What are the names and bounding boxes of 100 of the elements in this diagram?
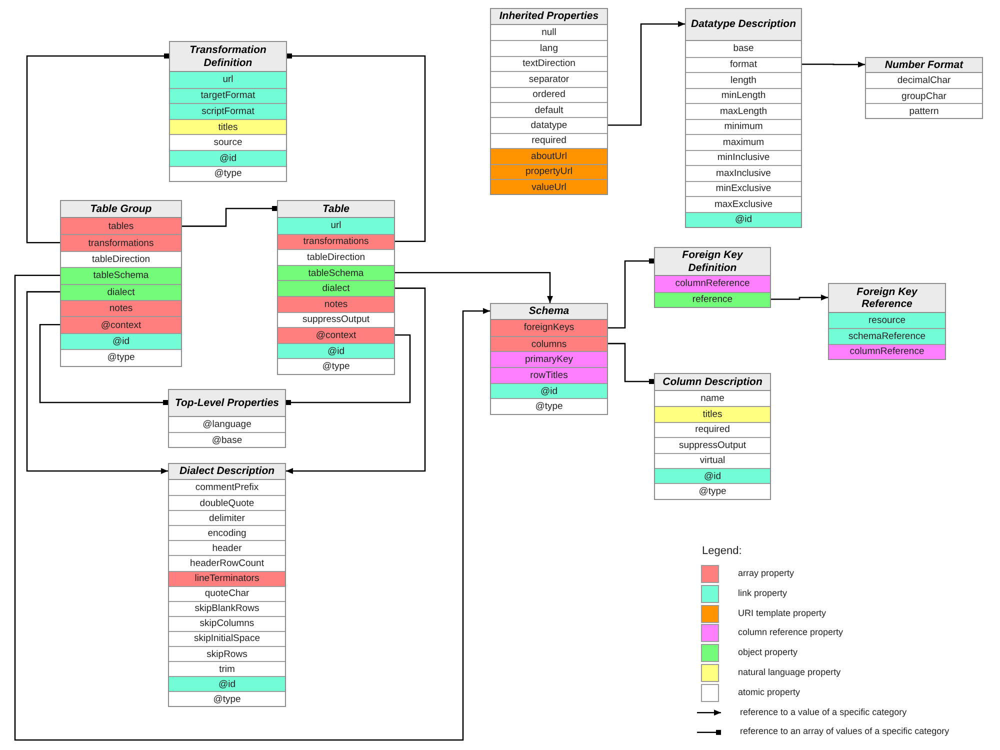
property-row: @id	[61, 332, 181, 350]
property-row: default	[491, 102, 607, 118]
property-row: @type	[278, 358, 394, 374]
property-row: aboutUrl	[491, 148, 607, 164]
table-title: Number Format	[866, 58, 982, 73]
property-row: length	[686, 72, 801, 88]
property-row: null	[491, 25, 607, 40]
legend-text: atomic property	[738, 686, 800, 697]
entity-table	[490, 303, 608, 416]
property-row: transformations	[61, 234, 181, 251]
entity-table	[654, 373, 771, 500]
property-row: datatype	[491, 117, 607, 133]
property-row: tables	[61, 218, 181, 234]
connector-arrow	[608, 21, 685, 126]
table-title: Table Group	[61, 201, 181, 218]
table-title: Datatype Description	[686, 9, 801, 41]
property-row: maxLength	[686, 103, 801, 118]
property-row: quoteChar	[169, 586, 285, 601]
property-row: @context	[278, 327, 394, 343]
property-row: notes	[61, 300, 181, 316]
property-row: foreignKeys	[491, 320, 607, 336]
property-row: pattern	[866, 103, 982, 118]
connector-arrow	[771, 294, 828, 300]
property-row: scriptFormat	[170, 103, 286, 119]
property-row: rowTitles	[491, 367, 607, 383]
property-row: schemaReference	[829, 328, 945, 344]
property-row: skipColumns	[169, 616, 285, 631]
property-row: tableSchema	[278, 264, 394, 280]
legend-text: column reference property	[738, 627, 844, 638]
entity-table	[828, 283, 946, 360]
property-row: skipRows	[169, 646, 285, 662]
property-row: valueUrl	[491, 178, 607, 194]
table-title: Column Description	[655, 374, 770, 391]
entity-table	[490, 8, 608, 196]
legend-text: reference to a value of a specific category	[740, 706, 907, 717]
property-row: columnReference	[829, 344, 945, 359]
table-title: Inherited Properties	[491, 9, 607, 25]
property-row: notes	[278, 296, 394, 312]
property-row: doubleQuote	[169, 495, 285, 510]
entity-table	[60, 200, 182, 367]
property-row: suppressOutput	[655, 437, 770, 453]
property-row: separator	[491, 71, 607, 87]
legend-text: link property	[738, 588, 788, 598]
property-row: dialect	[61, 284, 181, 300]
property-row: lineTerminators	[169, 570, 285, 586]
property-row: resource	[829, 313, 945, 328]
property-row: titles	[655, 406, 770, 422]
property-row: lang	[491, 40, 607, 56]
table-title: Top-Level Properties	[169, 390, 285, 417]
table-title: Transformation Definition	[170, 42, 286, 72]
table-title: Table	[278, 201, 394, 218]
connector-arrow	[14, 274, 490, 741]
entity-table	[169, 41, 287, 182]
property-row: tableSchema	[61, 267, 181, 284]
entity-table	[654, 247, 771, 308]
entity-table	[277, 200, 395, 375]
property-row: url	[170, 72, 286, 88]
property-row: titles	[170, 118, 286, 134]
property-row: @id	[278, 342, 394, 358]
property-row: @type	[655, 483, 770, 499]
property-row: targetFormat	[170, 88, 286, 104]
property-row: encoding	[169, 525, 285, 540]
legend-text: URI template property	[738, 608, 826, 618]
property-row: url	[278, 218, 394, 234]
legend-text: array property	[738, 568, 794, 578]
property-row: reference	[655, 292, 770, 307]
entity-table	[865, 57, 983, 119]
entity-table	[168, 389, 286, 448]
property-row: delimiter	[169, 510, 285, 526]
property-row: @id	[686, 212, 801, 227]
property-row: header	[169, 540, 285, 556]
connector-arrow	[26, 291, 168, 474]
table-title: Foreign Key Definition	[655, 248, 770, 276]
connector-arrow	[802, 62, 865, 68]
property-row: dialect	[278, 280, 394, 296]
table-title: Dialect Description	[169, 464, 285, 480]
entity-table	[168, 463, 286, 708]
legend-text: natural language property	[738, 667, 841, 677]
property-row: @type	[169, 691, 285, 706]
property-row: @base	[169, 432, 285, 447]
property-row: @id	[169, 676, 285, 692]
property-row: transformations	[278, 234, 394, 250]
property-row: propertyUrl	[491, 164, 607, 179]
legend-heading: Legend:	[702, 545, 742, 557]
connector-arrow	[286, 288, 426, 474]
property-row: @id	[655, 468, 770, 484]
property-row: columnReference	[655, 276, 770, 292]
property-row: groupChar	[866, 88, 982, 103]
legend-text: object property	[738, 647, 798, 658]
property-row: @context	[61, 316, 181, 333]
legend-text: reference to an array of values of a specific category	[740, 726, 950, 736]
property-row: minLength	[686, 88, 801, 103]
property-row: primaryKey	[491, 351, 607, 368]
property-row: @id	[491, 382, 607, 398]
connector-arrow	[395, 272, 553, 303]
table-title: Foreign Key Reference	[829, 284, 945, 313]
entity-table	[685, 8, 802, 228]
property-row: skipBlankRows	[169, 600, 285, 616]
table-title: Schema	[491, 304, 607, 320]
property-row: @id	[170, 150, 286, 166]
